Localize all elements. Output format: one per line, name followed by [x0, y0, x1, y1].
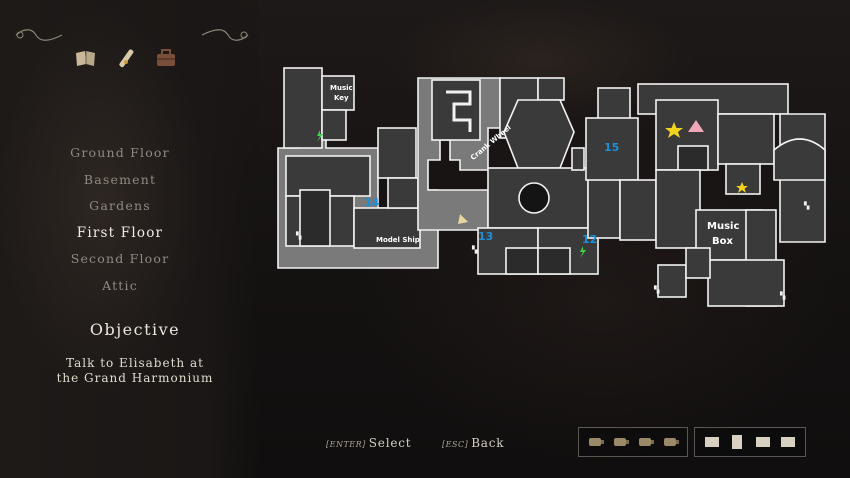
scroll-icon[interactable]	[114, 46, 138, 70]
room-number-14: 14	[364, 196, 380, 209]
door-icon: ▚	[779, 291, 786, 300]
esc-key-label: [ESC]	[442, 440, 469, 449]
objective-star-small-icon	[736, 182, 748, 193]
select-hint[interactable]: [ENTER]Select	[326, 436, 411, 450]
floor-item-attic[interactable]: Attic	[102, 277, 138, 293]
note-paper-icon[interactable]	[779, 433, 797, 451]
note-paper-icon[interactable]	[754, 433, 772, 451]
floor-map: .r { fill:#3a3a3a; stroke:#f2f2f2; strok…	[277, 67, 826, 307]
label-music-key-line2: Key	[334, 94, 349, 102]
objective-line-2: the Grand Harmonium	[56, 371, 214, 385]
music-cylinder-icon[interactable]	[662, 433, 680, 451]
center-rooms	[477, 147, 621, 275]
left-wing	[277, 67, 439, 269]
label-music-box-line1: Music	[707, 221, 739, 232]
floor-list: Ground Floor Basement Gardens First Floo…	[0, 140, 240, 299]
objective-star-icon	[665, 122, 683, 138]
door-icon: ▚	[803, 201, 810, 210]
label-music-box-line2: Box	[712, 236, 733, 247]
enter-key-label: [ENTER]	[326, 440, 366, 449]
objective-text: Talk to Elisabeth at the Grand Harmonium	[0, 356, 270, 386]
top-icon-bar	[74, 46, 178, 70]
floor-item-basement[interactable]: Basement	[83, 171, 157, 187]
music-cylinder-icon[interactable]	[637, 433, 655, 451]
journal-icon[interactable]	[74, 46, 98, 70]
room-number-15: 15	[604, 141, 619, 154]
select-label: Select	[368, 436, 412, 450]
ink-splash-decoration	[0, 290, 260, 478]
player-marker-icon	[688, 120, 704, 132]
room-number-13: 13	[478, 230, 493, 243]
floor-item-second-floor[interactable]: Second Floor	[70, 251, 170, 266]
objective-line-1: Talk to Elisabeth at	[66, 356, 204, 370]
note-inventory	[694, 427, 806, 457]
floor-item-first-floor[interactable]: First Floor	[76, 224, 164, 241]
floor-item-ground-floor[interactable]: Ground Floor	[70, 145, 170, 160]
door-icon: ▚	[295, 231, 302, 240]
right-ornament-icon	[201, 29, 249, 41]
cylinder-inventory	[578, 427, 688, 457]
back-label: Back	[471, 436, 505, 450]
save-point-icon	[580, 246, 586, 258]
left-ornament-icon	[15, 29, 63, 41]
right-wing	[585, 83, 826, 307]
label-model-ship: Model Ship	[376, 236, 420, 244]
door-icon: ▚	[471, 245, 478, 254]
music-cylinder-icon[interactable]	[587, 433, 605, 451]
note-paper-icon[interactable]	[703, 433, 721, 451]
cursor-arrow-icon	[458, 214, 468, 224]
bag-icon[interactable]	[154, 46, 178, 70]
room-number-12: 12	[582, 233, 597, 246]
note-paper-icon[interactable]	[728, 433, 746, 451]
central-hall	[417, 77, 575, 231]
floor-item-gardens[interactable]: Gardens	[89, 198, 151, 213]
back-hint[interactable]: [ESC]Back	[442, 436, 504, 450]
save-point-icon	[317, 130, 323, 142]
music-cylinder-icon[interactable]	[612, 433, 630, 451]
label-music-key-line1: Music	[330, 84, 353, 92]
objective-title: Objective	[89, 320, 181, 339]
door-icon: ▚	[653, 285, 660, 294]
